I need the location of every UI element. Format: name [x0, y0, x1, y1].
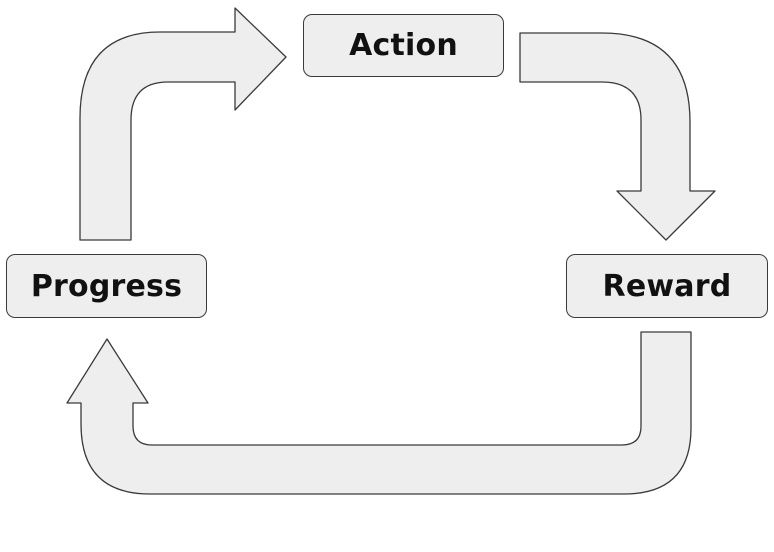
arrow-action-to-reward — [519, 32, 716, 241]
node-progress: Progress — [6, 254, 207, 318]
arrow-progress-to-action — [79, 7, 287, 241]
node-progress-label: Progress — [30, 268, 183, 304]
node-reward-label: Reward — [602, 268, 732, 304]
arrow-reward-to-progress — [66, 331, 692, 495]
node-action: Action — [303, 14, 504, 77]
node-action-label: Action — [349, 28, 458, 63]
node-reward: Reward — [566, 254, 768, 318]
